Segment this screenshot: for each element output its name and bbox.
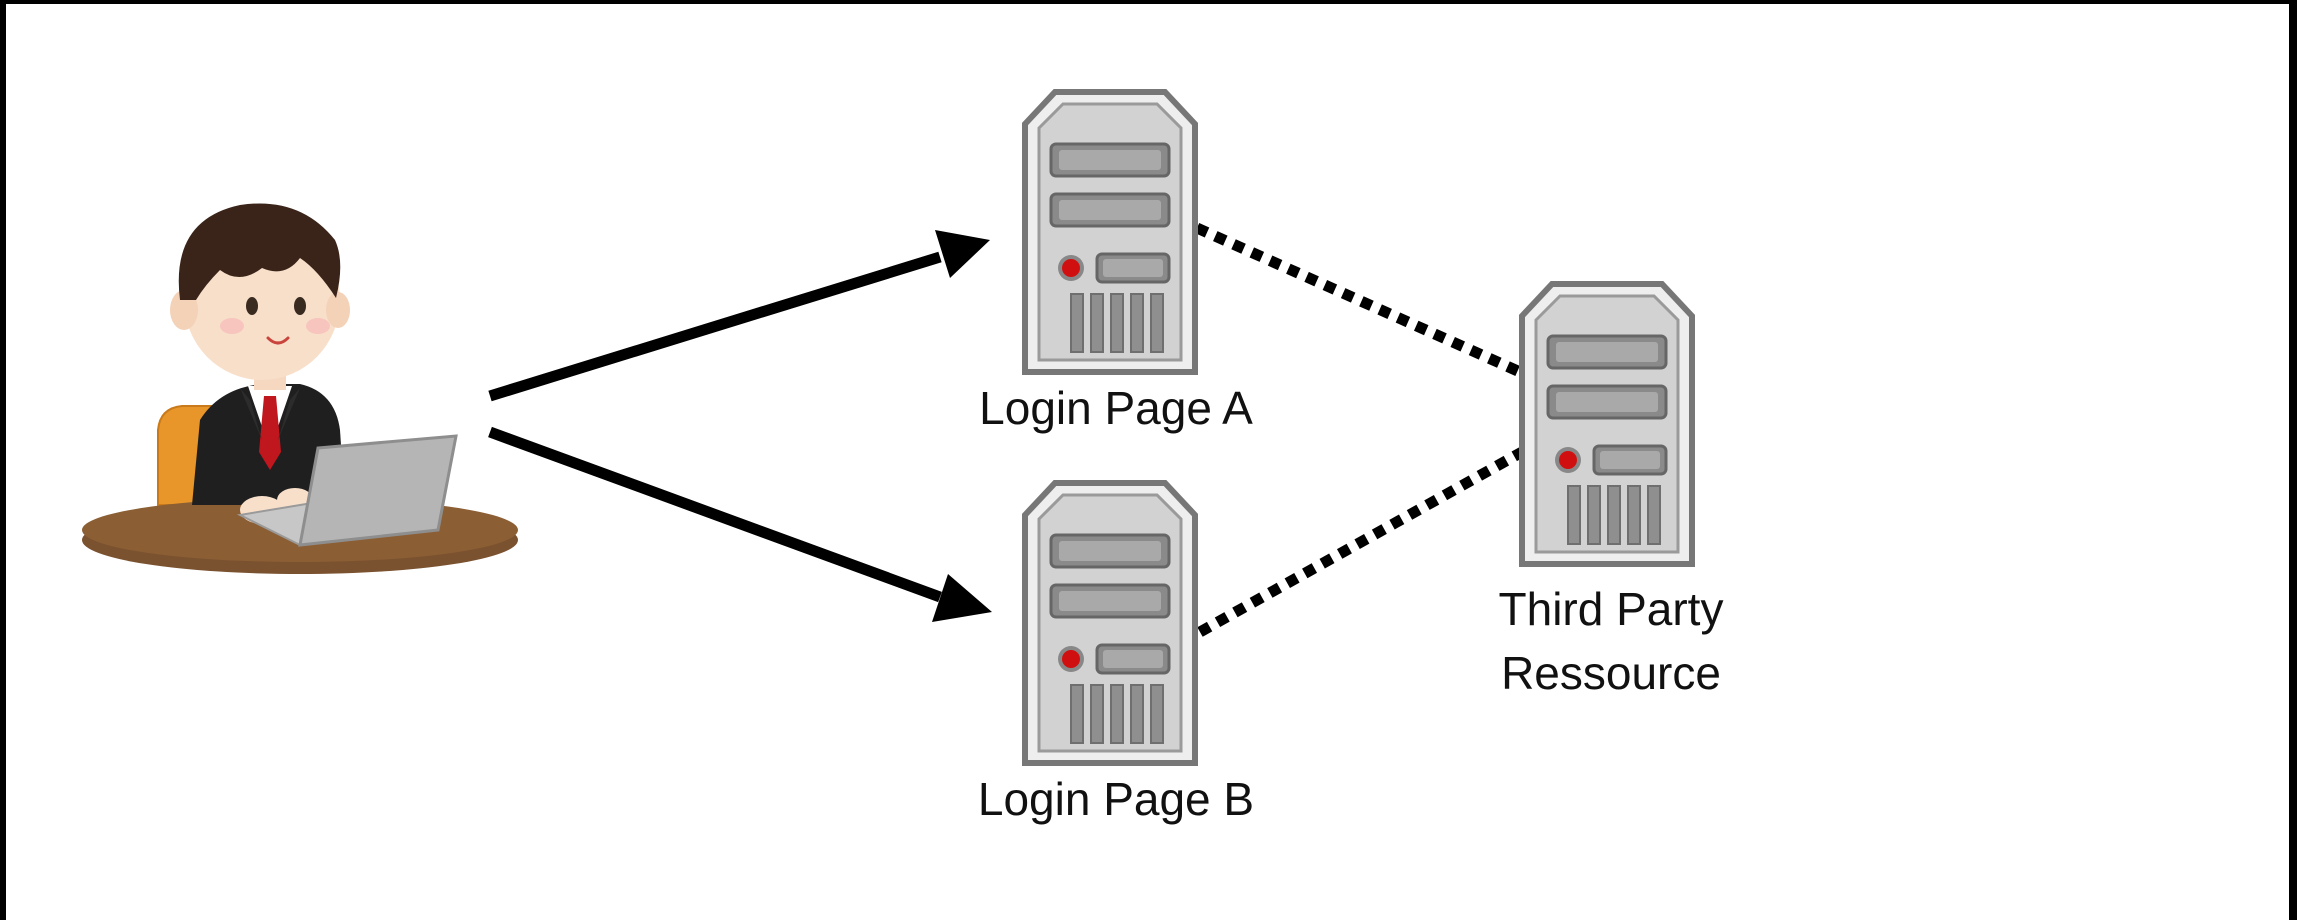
login-page-b-server-icon xyxy=(1025,483,1195,763)
diagram-canvas: Login Page A Login Page B Third Party Re… xyxy=(6,4,2289,920)
login-page-a-label: Login Page A xyxy=(979,382,1253,434)
edge-login-a-to-third-party xyxy=(1194,222,1523,378)
third-party-server-icon xyxy=(1522,284,1692,564)
edge-login-b-to-third-party xyxy=(1197,447,1525,637)
third-party-label-line1: Third Party xyxy=(1498,583,1724,635)
user-at-laptop-icon xyxy=(82,203,518,574)
login-page-b-label: Login Page B xyxy=(977,773,1255,825)
diagram-svg xyxy=(82,4,2289,920)
edge-user-to-login-a xyxy=(488,230,990,402)
edge-user-to-login-b xyxy=(488,426,992,622)
third-party-label-line2: Ressource xyxy=(1501,647,1721,699)
login-page-a-server-icon xyxy=(1025,92,1195,372)
